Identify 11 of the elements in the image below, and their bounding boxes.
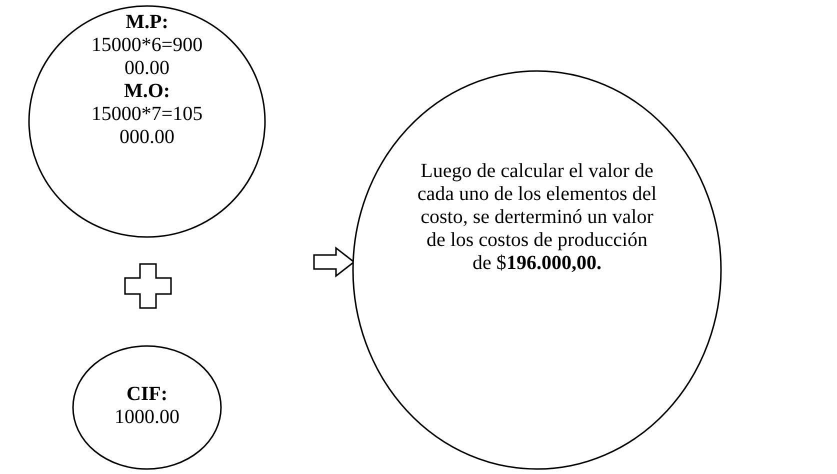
ellipse-node [28, 5, 266, 238]
node-text: 1000.00 [114, 406, 180, 429]
node-text: 15000*6=90000.00 [90, 34, 204, 80]
node-heading: CIF: [125, 383, 169, 406]
ellipse-node [352, 70, 722, 470]
node-text: 15000*7=105000.00 [90, 103, 204, 149]
node-text: Luego de calcular el valor de cada uno de los elementos del costo, se derterminó un valor de los costos de producción de $196.000,00. [417, 160, 657, 275]
node-heading: M.O: [122, 80, 172, 103]
block-arrow [313, 246, 356, 278]
ellipse-node [72, 345, 222, 470]
node-heading: M.P: [124, 11, 170, 34]
